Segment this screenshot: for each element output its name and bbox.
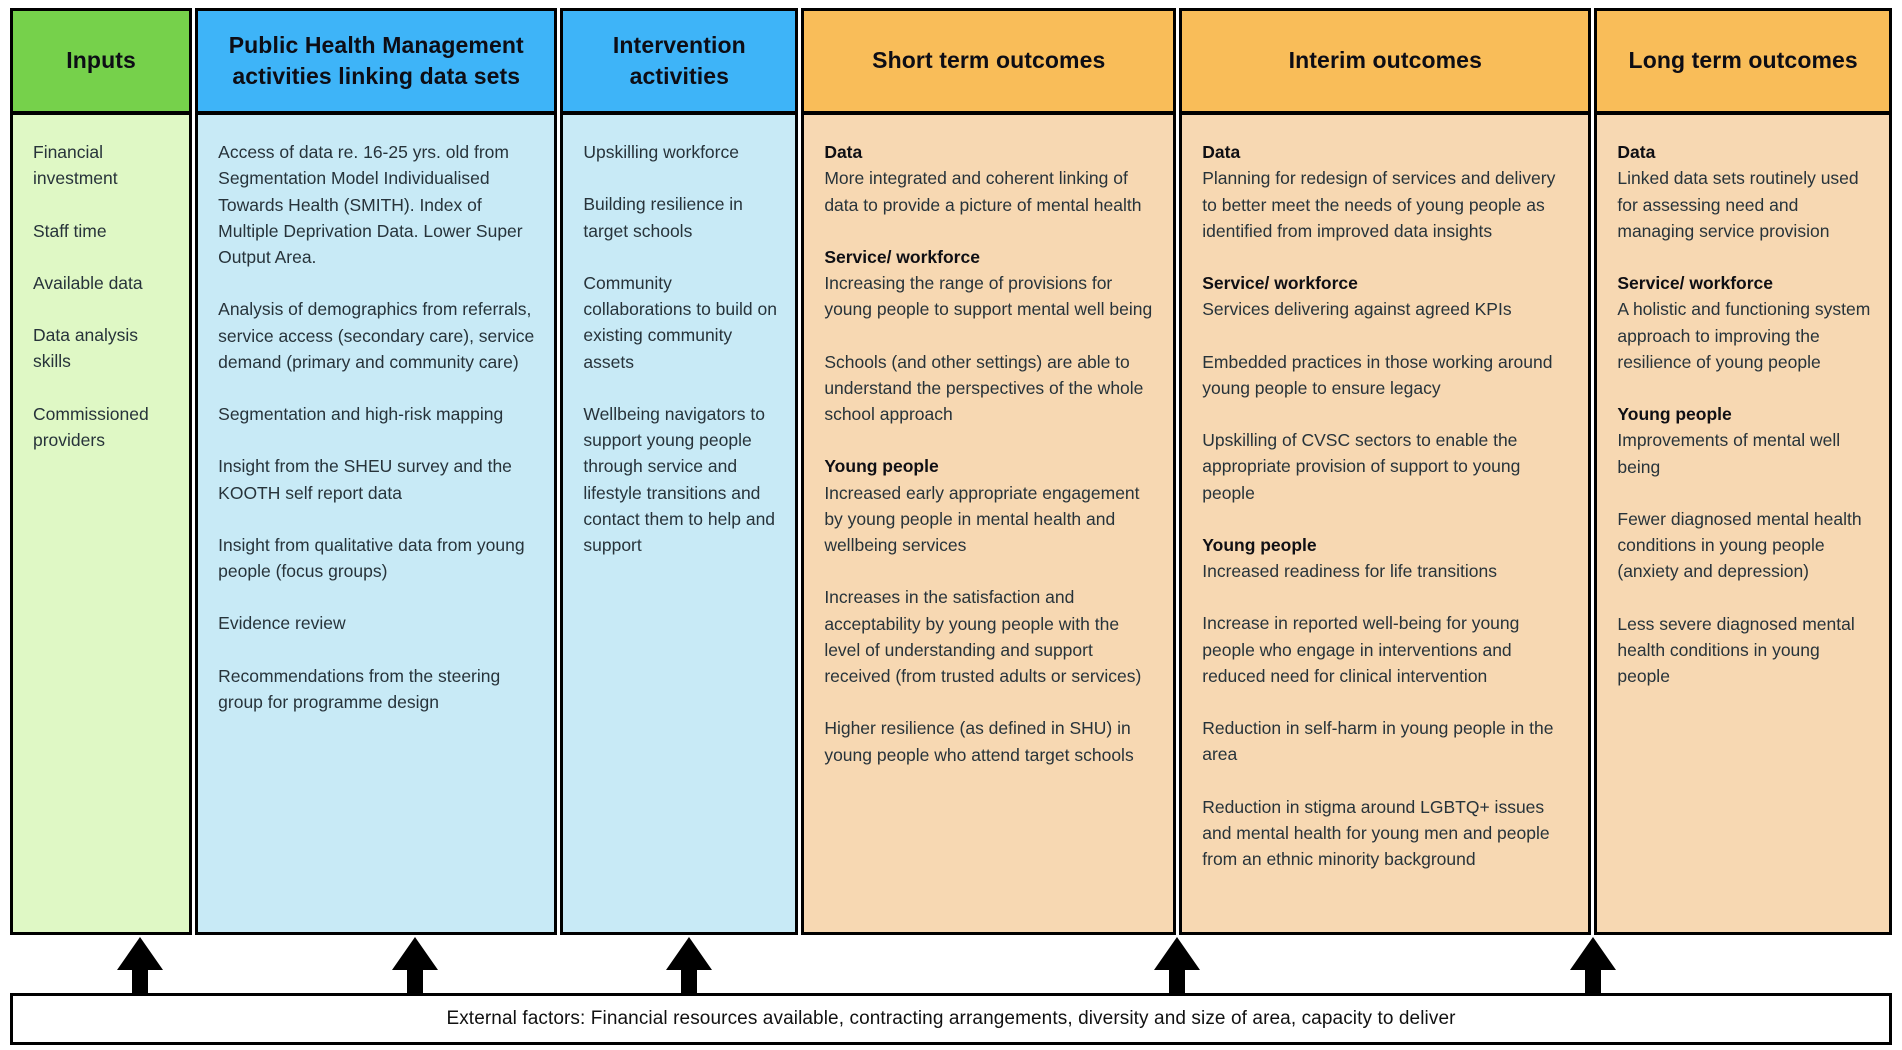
item-text: Building resilience in target schools xyxy=(583,194,743,241)
item-text: Evidence review xyxy=(218,613,346,634)
external-factors-bar: External factors: Financial resources av… xyxy=(10,993,1892,1045)
item-text: Reduction in stigma around LGBTQ+ issues… xyxy=(1202,796,1550,870)
item-text: A holistic and functioning system approa… xyxy=(1617,299,1871,372)
column-header-interim: Interim outcomes xyxy=(1182,11,1589,115)
item-text: Insight from qualitative data from young… xyxy=(218,534,525,581)
up-arrow-icon xyxy=(666,937,713,993)
item-text: Available data xyxy=(33,272,143,293)
column-title: Long term outcomes xyxy=(1628,47,1858,74)
section-heading: Data xyxy=(1202,142,1241,162)
column-header-short: Short term outcomes xyxy=(804,11,1174,115)
item-text: Segmentation and high-risk mapping xyxy=(218,404,504,424)
up-arrow-icon xyxy=(1569,937,1616,993)
item-text: Access of data re. 16-25 yrs. old from S… xyxy=(218,142,523,267)
item-text: Increasing the range of provisions for y… xyxy=(824,273,1153,320)
item-text: Linked data sets routinely used for asse… xyxy=(1617,168,1859,241)
column-title: Inputs xyxy=(66,47,136,74)
up-arrow-icon xyxy=(391,937,438,993)
item-text: Wellbeing navigators to support young pe… xyxy=(583,403,776,555)
column-title: Interim outcomes xyxy=(1288,47,1482,74)
item-text: Reduction in self-harm in young people i… xyxy=(1202,718,1554,765)
column-body-phm: Access of data re. 16-25 yrs. old from S… xyxy=(198,115,555,932)
section-heading: Young people xyxy=(1202,534,1317,555)
external-factors-text: External factors: Financial resources av… xyxy=(446,1008,1456,1029)
column-header-intervention: Intervention activities xyxy=(563,11,796,115)
item-text: Embedded practices in those working arou… xyxy=(1202,351,1553,398)
column-title: Public Health Management activities link… xyxy=(228,31,524,89)
column-title: Short term outcomes xyxy=(872,47,1106,74)
column-title: Intervention activities xyxy=(612,31,746,89)
item-text: Schools (and other settings) are able to… xyxy=(824,351,1144,425)
item-text: Planning for redesign of services and de… xyxy=(1202,168,1556,241)
item-text: Less severe diagnosed mental health cond… xyxy=(1617,613,1855,687)
item-text: Recommendations from the steering group … xyxy=(218,665,501,712)
item-text: Commissioned providers xyxy=(33,403,149,450)
section-heading: Data xyxy=(1617,142,1656,162)
column-header-phm: Public Health Management activities link… xyxy=(198,11,555,115)
item-text: Analysis of demographics from referrals,… xyxy=(218,299,535,372)
section-heading: Service/ workforce xyxy=(824,246,980,267)
section-heading: Data xyxy=(824,142,863,162)
item-text: Staff time xyxy=(33,220,107,241)
up-arrow-icon xyxy=(1153,937,1200,993)
up-arrow-icon xyxy=(116,937,163,993)
item-text: Services delivering against agreed KPIs xyxy=(1202,299,1512,320)
item-text: Upskilling of CVSC sectors to enable the… xyxy=(1202,430,1521,503)
section-heading: Service/ workforce xyxy=(1617,273,1774,293)
section-heading: Young people xyxy=(824,456,939,477)
section-heading: Young people xyxy=(1617,404,1732,424)
section-heading: Service/ workforce xyxy=(1202,273,1358,293)
item-text: Community collaborations to build on exi… xyxy=(583,272,777,372)
item-text: Increase in reported well-being for youn… xyxy=(1202,613,1520,686)
item-text: Insight from the SHEU survey and the KOO… xyxy=(218,456,512,503)
item-text: Financial investment xyxy=(33,142,118,189)
column-header-inputs: Inputs xyxy=(13,11,190,115)
item-text: More integrated and coherent linking of … xyxy=(824,168,1142,215)
arrow-row xyxy=(10,935,1892,993)
item-text: Upskilling workforce xyxy=(583,142,739,162)
column-header-long: Long term outcomes xyxy=(1597,11,1889,115)
item-text: Data analysis skills xyxy=(33,325,139,372)
item-text: Increased early appropriate engagement b… xyxy=(824,482,1140,556)
item-text: Increased readiness for life transitions xyxy=(1202,561,1497,581)
item-text: Increases in the satisfaction and accept… xyxy=(824,587,1142,686)
item-text: Higher resilience (as defined in SHU) in… xyxy=(824,718,1134,765)
item-text: Fewer diagnosed mental health conditions… xyxy=(1617,508,1862,582)
item-text: Improvements of mental well being xyxy=(1617,430,1841,477)
column-phm: Public Health Management activities link… xyxy=(195,8,558,935)
